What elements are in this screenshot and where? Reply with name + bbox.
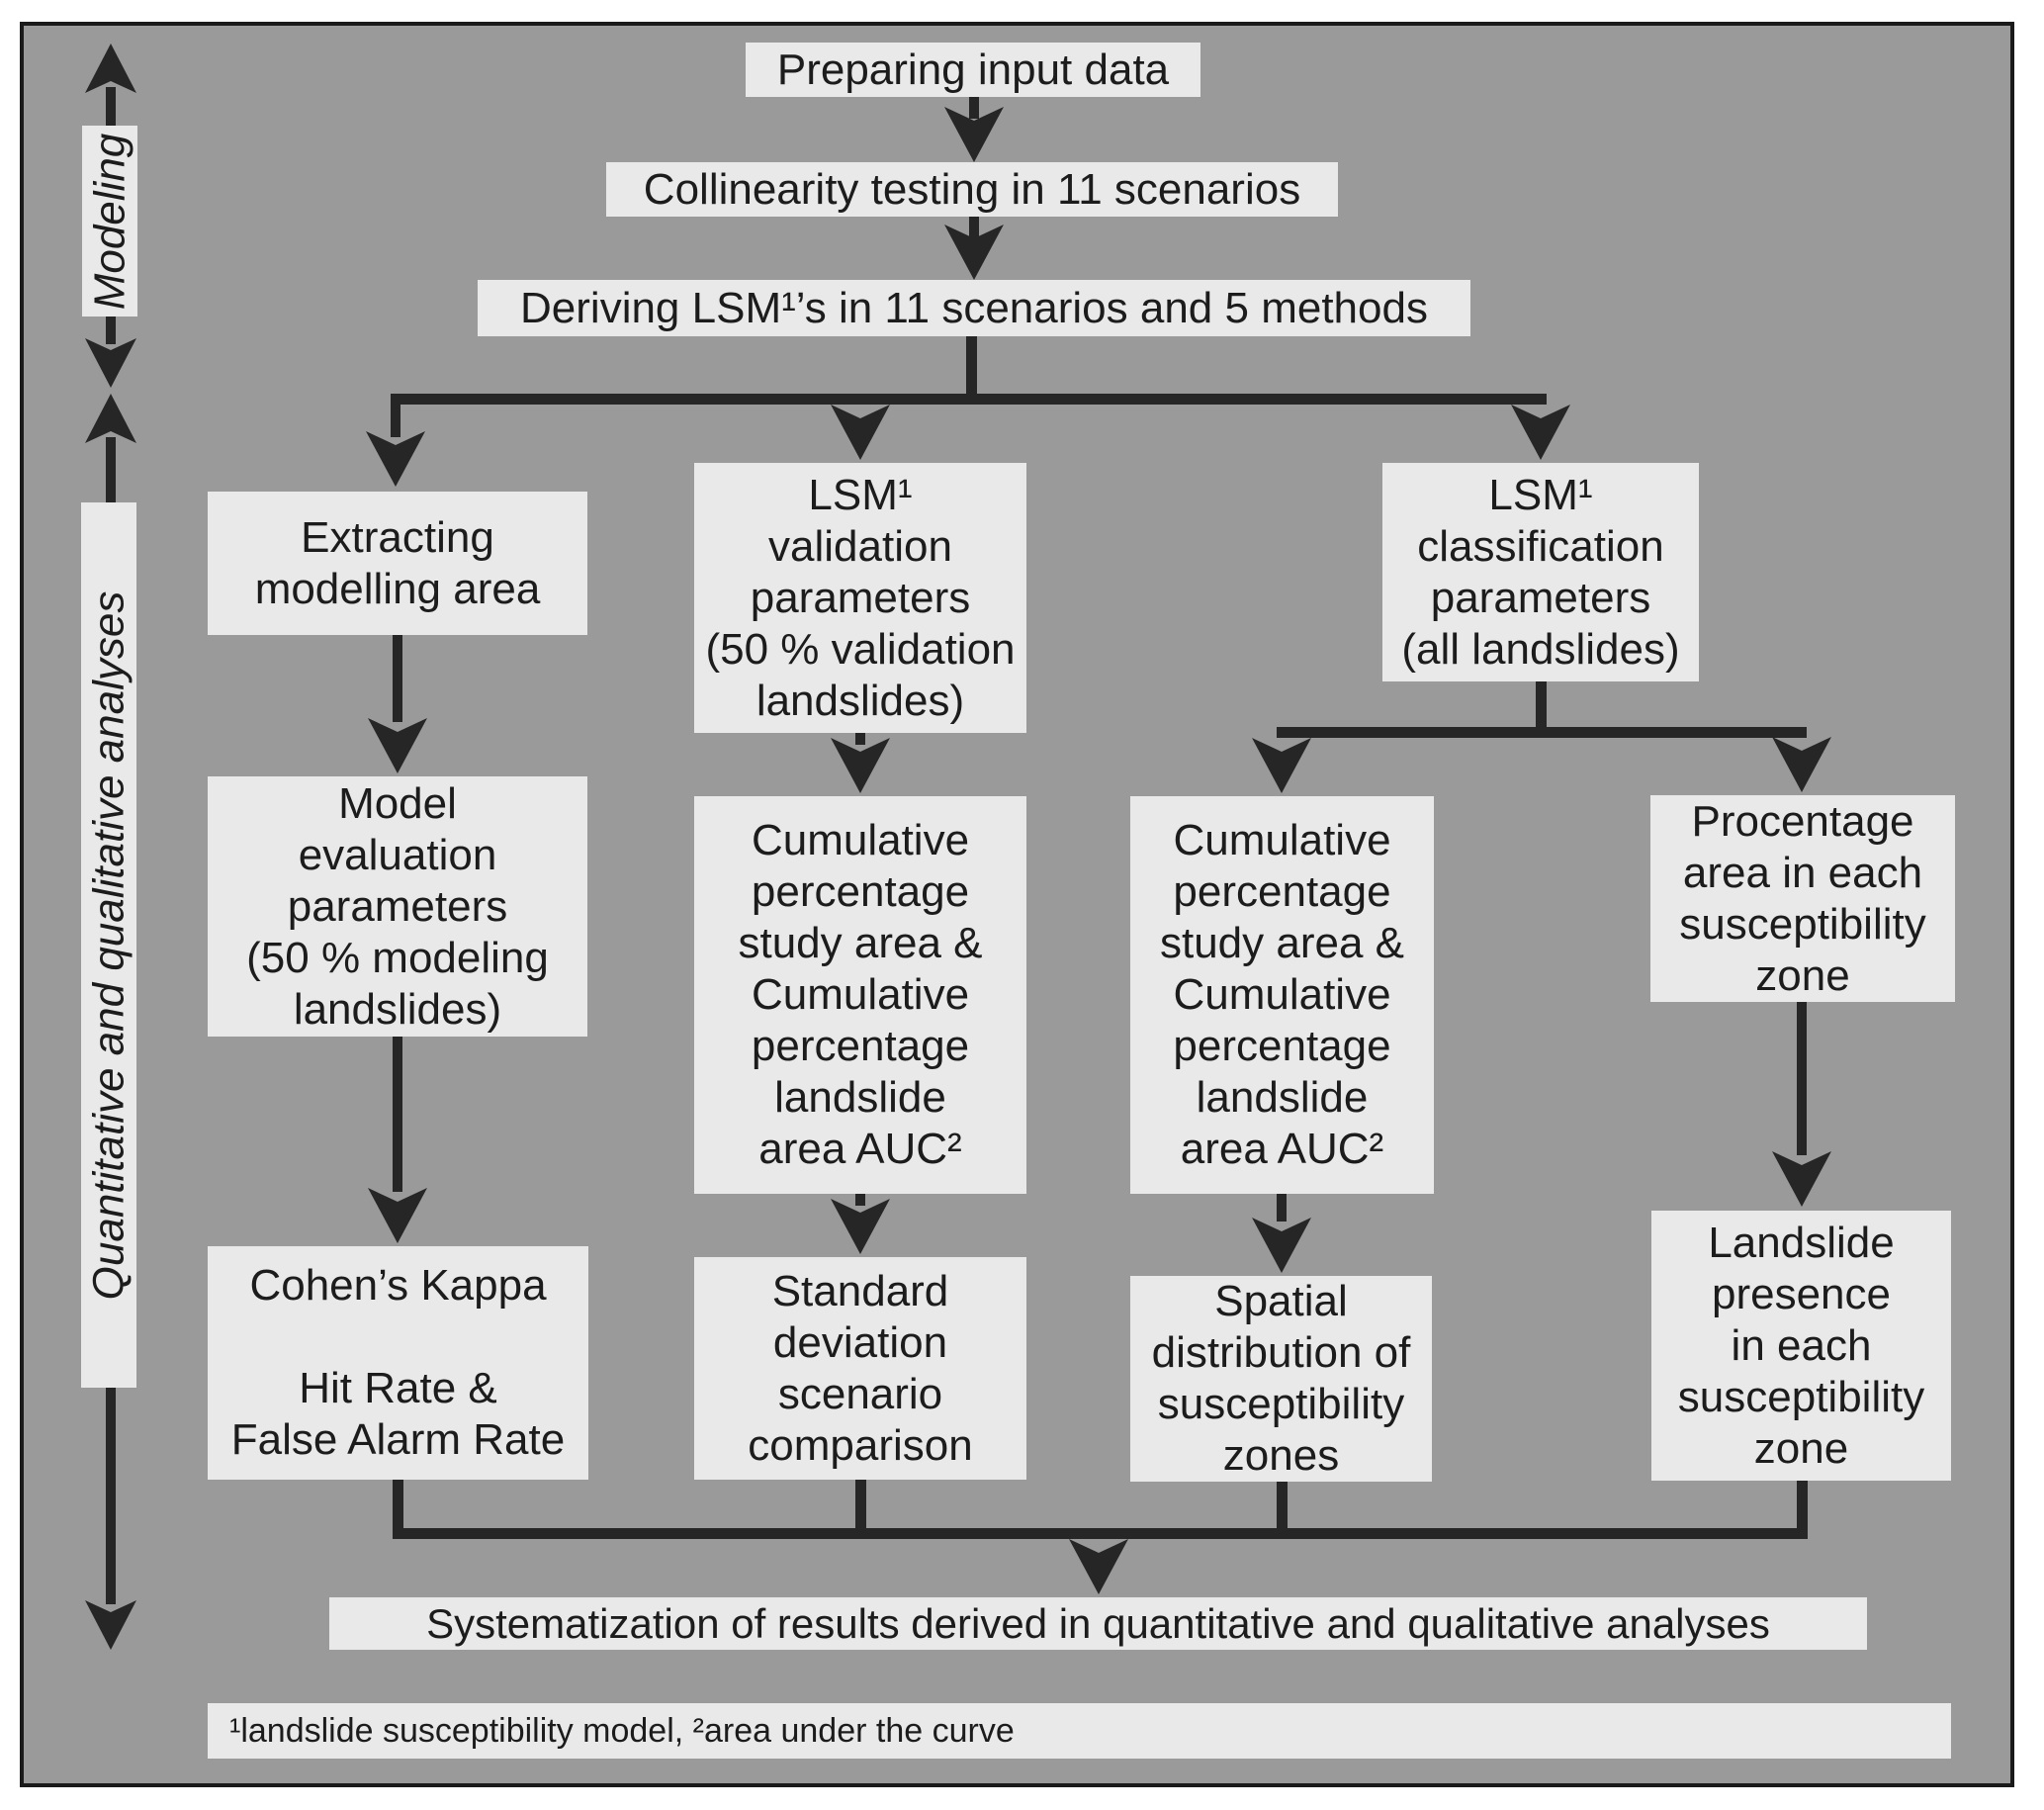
node-procentage-area-zone: Procentage area in each susceptibility z… — [1650, 795, 1955, 1002]
node-spatial-distribution-zones: Spatial distribution of susceptibility z… — [1130, 1276, 1432, 1482]
node-text: Cumulative percentage study area & Cumul… — [1159, 816, 1405, 1173]
node-landslide-presence-zone: Landslide presence in each susceptibilit… — [1651, 1211, 1951, 1481]
node-text: LSM¹ classification parameters (all land… — [1401, 470, 1680, 674]
node-text: Cohen’s Kappa Hit Rate & False Alarm Rat… — [230, 1261, 566, 1464]
node-standard-deviation-comparison: Standard deviation scenario comparison — [694, 1257, 1026, 1480]
modeling-label-text: Modeling — [85, 133, 133, 310]
node-text: Standard deviation scenario comparison — [748, 1266, 973, 1470]
node-cumulative-percentage-validation: Cumulative percentage study area & Cumul… — [694, 796, 1026, 1194]
node-cohens-kappa-hit-rate: Cohen’s Kappa Hit Rate & False Alarm Rat… — [208, 1246, 588, 1480]
node-lsm-validation-parameters: LSM¹ validation parameters (50 % validat… — [694, 463, 1026, 733]
node-text: Cumulative percentage study area & Cumul… — [738, 816, 983, 1173]
node-collinearity-testing: Collinearity testing in 11 scenarios — [606, 162, 1338, 217]
footnote-bar: ¹landslide susceptibility model, ²area u… — [208, 1703, 1951, 1759]
node-text: Collinearity testing in 11 scenarios — [643, 165, 1301, 214]
node-text: Deriving LSM¹’s in 11 scenarios and 5 me… — [520, 284, 1428, 332]
node-text: Systematization of results derived in qu… — [426, 1600, 1770, 1647]
node-text: Preparing input data — [776, 45, 1170, 94]
node-extracting-modelling-area: Extracting modelling area — [208, 492, 587, 635]
node-deriving-lsm: Deriving LSM¹’s in 11 scenarios and 5 me… — [478, 280, 1470, 336]
sidebar-label-quantitative-qualitative: Quantitative and qualitative analyses — [81, 502, 136, 1388]
node-model-evaluation-parameters: Model evaluation parameters (50 % modeli… — [208, 776, 587, 1037]
node-text: Model evaluation parameters (50 % modeli… — [246, 778, 549, 1034]
footnote-text: ¹landslide susceptibility model, ²area u… — [229, 1711, 1015, 1750]
node-text: Landslide presence in each susceptibilit… — [1677, 1218, 1925, 1473]
node-text: LSM¹ validation parameters (50 % validat… — [705, 470, 1016, 725]
node-text: Extracting modelling area — [254, 512, 541, 613]
node-preparing-input-data: Preparing input data — [746, 43, 1200, 97]
node-text: Spatial distribution of susceptibility z… — [1151, 1277, 1411, 1480]
node-systematization-results: Systematization of results derived in qu… — [329, 1597, 1867, 1650]
node-lsm-classification-parameters: LSM¹ classification parameters (all land… — [1382, 463, 1699, 681]
quant-qual-label-text: Quantitative and qualitative analyses — [84, 590, 133, 1300]
node-cumulative-percentage-classification: Cumulative percentage study area & Cumul… — [1130, 796, 1434, 1194]
node-text: Procentage area in each susceptibility z… — [1679, 796, 1926, 1000]
sidebar-label-modeling: Modeling — [82, 126, 137, 317]
